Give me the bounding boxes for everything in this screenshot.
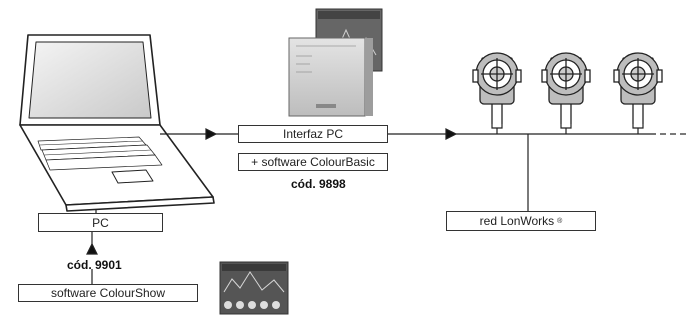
spotlight-icon	[541, 52, 591, 124]
colourshow-label: software ColourShow	[18, 284, 198, 302]
colourbasic-label: + software ColourBasic	[238, 153, 388, 171]
spotlight-icon	[613, 52, 663, 124]
laptop-icon	[19, 34, 215, 212]
spotlight-icon	[472, 52, 522, 124]
code-9898: cód. 9898	[291, 177, 346, 191]
software-screenshot-icon	[219, 261, 289, 315]
lonworks-label: red LonWorks®	[446, 211, 596, 231]
interface-pc-label: Interfaz PC	[238, 125, 388, 143]
interface-device-icon	[288, 8, 383, 117]
bus-lines	[86, 124, 686, 284]
pc-label: PC	[38, 213, 163, 232]
registered-mark: ®	[557, 217, 563, 225]
lonworks-text: red LonWorks	[479, 214, 555, 228]
code-9901: cód. 9901	[67, 258, 122, 272]
